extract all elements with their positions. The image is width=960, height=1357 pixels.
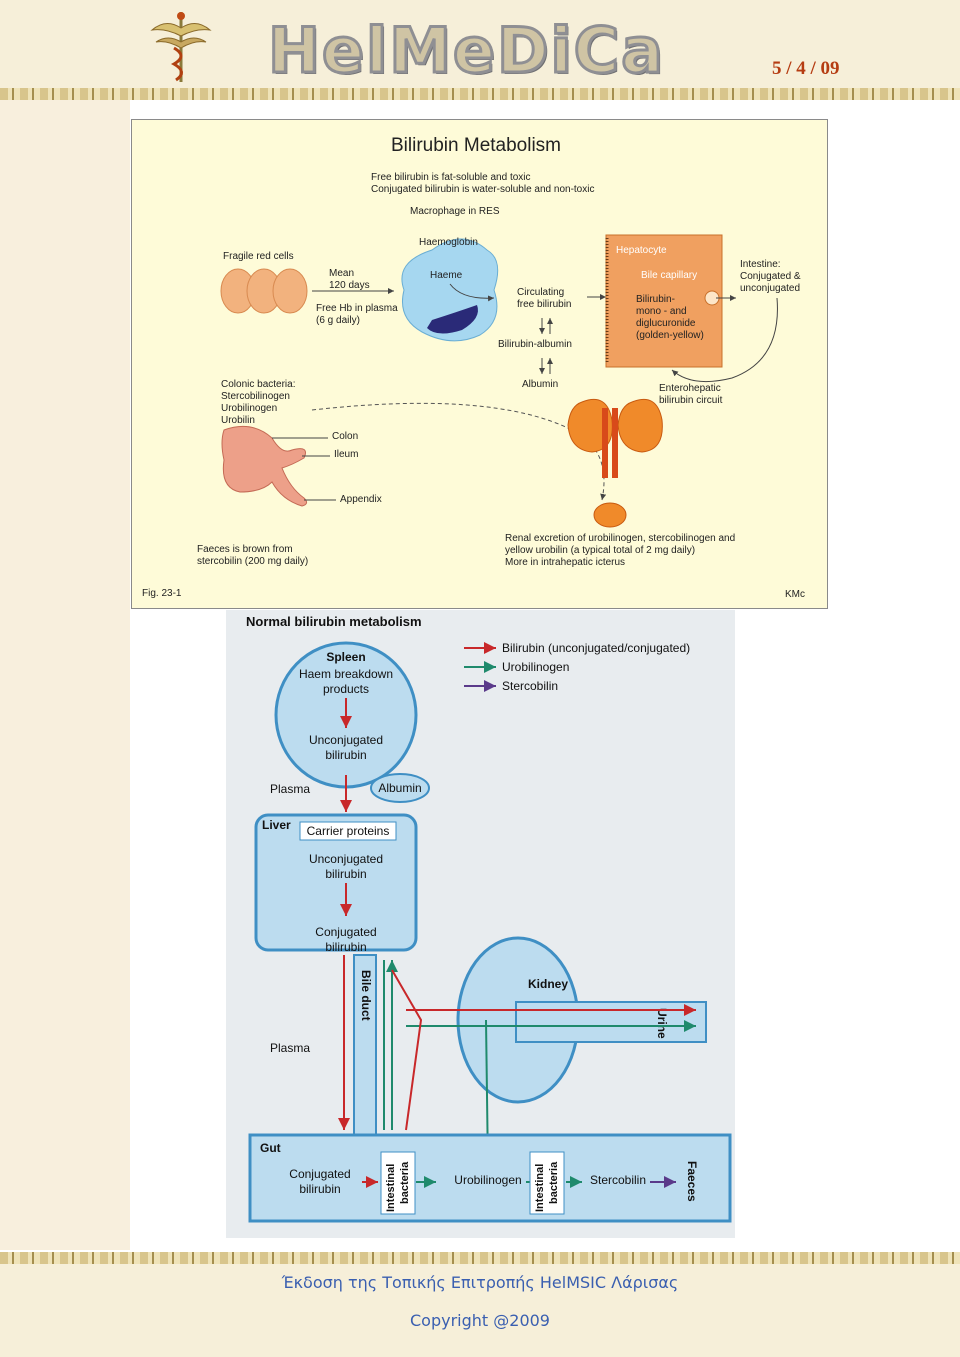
- gut-conjugated-label: Conjugated: [289, 1167, 350, 1181]
- bilirubin-metabolism-figure: Bilirubin Metabolism Free bilirubin is f…: [131, 119, 828, 609]
- plasma-label-2: Plasma: [270, 1041, 310, 1055]
- intestinal-label-1: Intestinal: [385, 1164, 397, 1212]
- caduceus-logo-icon: [150, 12, 212, 82]
- conjugated-label: Conjugated: [315, 925, 376, 939]
- renal-excretion-line-1: Renal excretion of urobilinogen, stercob…: [505, 533, 735, 544]
- nucleus-shape: [427, 305, 478, 334]
- bilirubin-line-4: (golden-yellow): [636, 330, 704, 341]
- issue-date: 5 / 4 / 09: [772, 58, 840, 79]
- colon-icon: [221, 425, 308, 507]
- albumin-label-2: Albumin: [378, 781, 421, 795]
- bilirubin-line-1: Bilirubin-: [636, 294, 675, 305]
- spleen-label: Spleen: [326, 650, 365, 664]
- liver-label: Liver: [262, 818, 291, 832]
- circulating-label: Circulating: [517, 287, 564, 298]
- bladder-icon: [593, 502, 627, 528]
- legend-bilirubin: Bilirubin (unconjugated/conjugated): [502, 641, 690, 655]
- figure1-diagram: Bilirubin Metabolism Free bilirubin is f…: [142, 135, 805, 600]
- header-divider: [0, 88, 960, 100]
- gut-box: [248, 1133, 732, 1223]
- unconjugated-bilirubin-label: bilirubin: [325, 748, 366, 762]
- stercobilin-label: Stercobilin: [590, 1173, 646, 1187]
- conjugated-bilirubin-label: bilirubin: [325, 940, 366, 954]
- liver-box: [254, 813, 418, 952]
- ileum-label: Ileum: [334, 449, 358, 460]
- colon-label: Colon: [332, 431, 358, 442]
- ureter-box: [515, 1001, 707, 1043]
- haem-breakdown-label: Haem breakdown: [299, 667, 393, 681]
- bilirubin-line-3: diglucuronide: [636, 318, 696, 329]
- carrier-proteins-label: Carrier proteins: [307, 824, 390, 838]
- footer-copyright: Copyright @2009: [410, 1311, 550, 1330]
- faeces-label-2: Faeces: [685, 1161, 699, 1202]
- figure2-title: Normal bilirubin metabolism: [246, 614, 422, 629]
- macrophage-label: Macrophage in RES: [410, 206, 500, 217]
- urobilin-label: Urobilin: [221, 415, 255, 426]
- figure-number: Fig. 23-1: [142, 588, 182, 599]
- hepatocyte-cell: [605, 234, 723, 368]
- haeme-label: Haeme: [430, 270, 463, 281]
- unconjugated-label: Unconjugated: [309, 733, 383, 747]
- left-margin-panel: [0, 100, 130, 1250]
- albumin-label: Albumin: [522, 379, 558, 390]
- intestine-unconj-label: unconjugated: [740, 283, 800, 294]
- hepatocyte-label: Hepatocyte: [616, 245, 667, 256]
- footer-divider: [0, 1252, 960, 1264]
- free-bilirubin-label: free bilirubin: [517, 299, 571, 310]
- enterohepatic-label: Enterohepatic: [659, 383, 721, 394]
- legend-urobilinogen: Urobilinogen: [502, 660, 569, 674]
- gut-conjugated-bilirubin: bilirubin: [299, 1182, 340, 1196]
- bacteria-label-2: bacteria: [548, 1161, 560, 1204]
- urine-label: Urine: [655, 1008, 669, 1039]
- bile-capillary-label: Bile capillary: [641, 270, 697, 281]
- liver-unconjugated-bilirubin: bilirubin: [325, 867, 366, 881]
- mean-days-label: 120 days: [329, 280, 370, 291]
- carrier-proteins-box: [299, 821, 397, 841]
- free-hb-amount: (6 g daily): [316, 315, 360, 326]
- bacteria-label-1: bacteria: [399, 1161, 411, 1204]
- figure1-subtitle-2: Conjugated bilirubin is water-soluble an…: [371, 184, 594, 195]
- gut-label: Gut: [260, 1141, 281, 1155]
- bilirubin-line-2: mono - and: [636, 306, 687, 317]
- figure1-subtitle-1: Free bilirubin is fat-soluble and toxic: [371, 172, 531, 183]
- page-header: HelMeDiCa 5 / 4 / 09: [0, 0, 960, 92]
- intestine-label: Intestine:: [740, 259, 781, 270]
- stercobilinogen-label: Stercobilinogen: [221, 391, 290, 402]
- plasma-label: Plasma: [270, 782, 310, 796]
- intestinal-bacteria-box-2: [529, 1151, 565, 1215]
- urobilinogen-label: Urobilinogen: [221, 403, 277, 414]
- legend-stercobilin: Stercobilin: [502, 679, 558, 693]
- colonic-bacteria-label: Colonic bacteria:: [221, 379, 295, 390]
- renal-excretion-line-3: More in intrahepatic icterus: [505, 557, 625, 568]
- products-label: products: [323, 682, 369, 696]
- red-cell-icon: [272, 268, 308, 314]
- appendix-label: Appendix: [340, 494, 382, 505]
- normal-bilirubin-figure: Normal bilirubin metabolism Bilirubin (u…: [226, 610, 735, 1238]
- free-hb-label: Free Hb in plasma: [316, 303, 398, 314]
- kidney-right-icon: [617, 398, 663, 453]
- footer-publisher: Έκδοση της Τοπικής Επιτροπής HelMSIC Λάρ…: [281, 1273, 679, 1292]
- kidney-left-icon: [567, 398, 613, 453]
- stercobilin-amount-label: stercobilin (200 mg daily): [197, 556, 308, 567]
- liver-unconjugated-label: Unconjugated: [309, 852, 383, 866]
- figure1-title: Bilirubin Metabolism: [391, 135, 561, 156]
- bilirubin-albumin-label: Bilirubin-albumin: [498, 339, 572, 350]
- kidney-label: Kidney: [528, 977, 568, 991]
- page-footer: [0, 1264, 960, 1357]
- mean-label: Mean: [329, 268, 354, 279]
- intestine-conj-label: Conjugated &: [740, 271, 801, 282]
- author-initials: KMc: [785, 589, 805, 600]
- renal-excretion-line-2: yellow urobilin (a typical total of 2 mg…: [505, 545, 695, 556]
- bile-duct-label: Bile duct: [359, 970, 373, 1021]
- fragile-cells-label: Fragile red cells: [223, 251, 294, 262]
- albumin-shape: [370, 773, 430, 803]
- enterohepatic-circuit-label: bilirubin circuit: [659, 395, 723, 406]
- faeces-label: Faeces is brown from: [197, 544, 293, 555]
- haemoglobin-label: Haemoglobin: [419, 237, 478, 248]
- brand-wordmark: HelMeDiCa: [267, 13, 665, 89]
- figure2-diagram: Normal bilirubin metabolism Bilirubin (u…: [246, 614, 732, 1223]
- gut-urobilinogen-label: Urobilinogen: [454, 1173, 521, 1187]
- intestinal-bacteria-box-1: [380, 1151, 416, 1215]
- intestinal-label-2: Intestinal: [534, 1164, 546, 1212]
